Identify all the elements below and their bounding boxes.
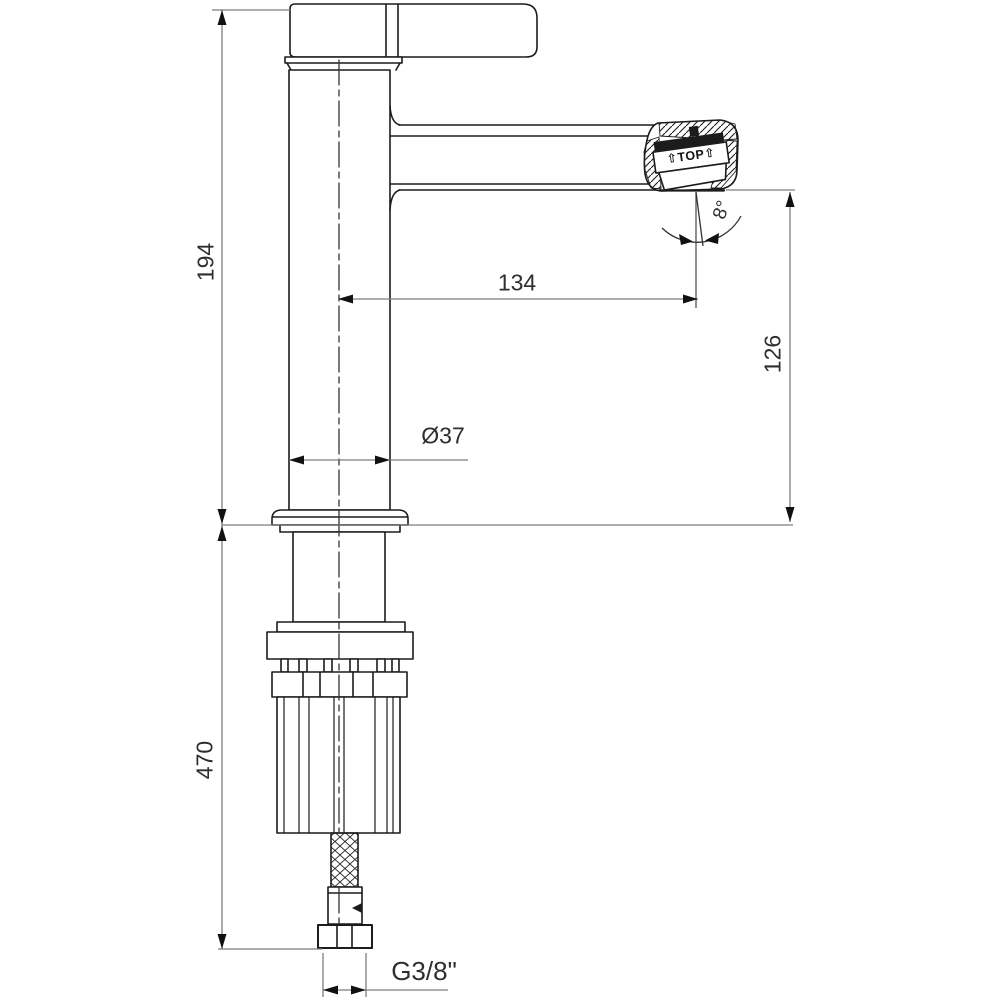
washer-plate [276,621,406,633]
handle-joint-lines [385,3,399,58]
dimension-lines [212,9,795,997]
dim-label-upper-height: 194 [192,242,219,282]
dim-label-thread-size: G3/8" [391,956,457,986]
spout [389,105,725,211]
dim-label-body-diameter: Ø37 [421,422,465,449]
angle-arc [661,215,742,243]
dim-label-total-height: 470 [191,740,218,780]
mounting-hardware [266,531,414,834]
handle-collar [284,56,403,64]
dim-label-spout-reach: 134 [497,269,537,296]
dimension-arrowheads [217,10,795,995]
clamp-block [266,631,414,660]
braided-hose [330,832,359,888]
dim-label-outlet-height: 126 [759,334,786,374]
base-flange [271,509,409,533]
aerator-housing [643,119,739,192]
hose-nut [317,924,373,949]
castellation-tabs [280,658,400,673]
angle-tilted-line [695,191,704,247]
aerator-insert [652,125,730,191]
crimp-mark [352,903,362,913]
supply-hose [317,832,373,949]
handle-lever [289,3,538,58]
faucet-outline [266,3,739,949]
